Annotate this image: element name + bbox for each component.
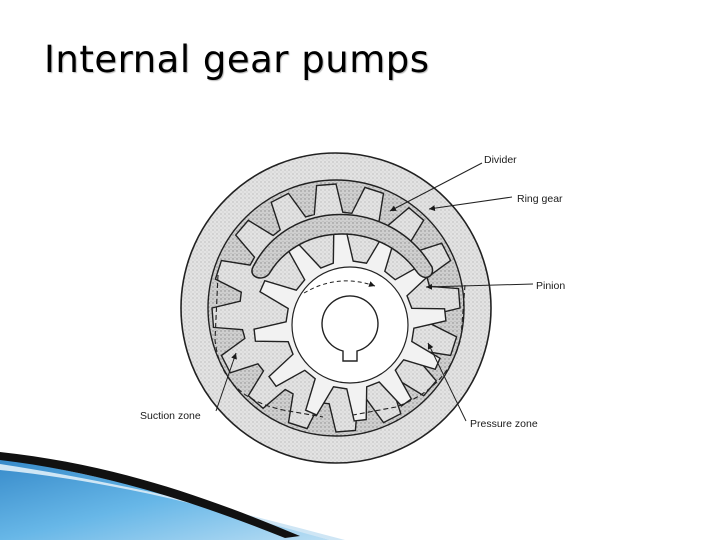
pressure-zone-boundary	[352, 284, 466, 416]
suction-zone-boundary	[214, 274, 324, 418]
label-suction-zone: Suction zone	[140, 410, 201, 422]
label-pressure-zone: Pressure zone	[470, 418, 538, 430]
label-ring-gear: Ring gear	[517, 193, 563, 205]
label-pinion: Pinion	[536, 280, 565, 292]
crescent-divider	[251, 213, 434, 279]
slide-title: Internal gear pumps	[44, 38, 430, 81]
label-divider: Divider	[484, 154, 517, 166]
shaft-keyway	[321, 295, 379, 362]
ring-gear	[207, 179, 465, 437]
pressure-zone-leader	[427, 342, 467, 422]
divider-leader	[389, 162, 483, 212]
pinion-leader	[425, 283, 534, 290]
decor-light-stripe	[0, 464, 345, 540]
gear-pump-diagram: Divider Ring gear Pinion Suction zone Pr…	[128, 125, 590, 465]
decor-blue-swoosh	[0, 458, 330, 540]
rotation-arrow	[303, 280, 376, 294]
decor-black-stripe	[0, 452, 300, 538]
ring-gear-leader	[428, 196, 513, 212]
slide-decor-band	[0, 452, 345, 540]
gear-pump-svg: Divider Ring gear Pinion Suction zone Pr…	[140, 152, 565, 464]
suction-zone-leader	[215, 352, 237, 412]
